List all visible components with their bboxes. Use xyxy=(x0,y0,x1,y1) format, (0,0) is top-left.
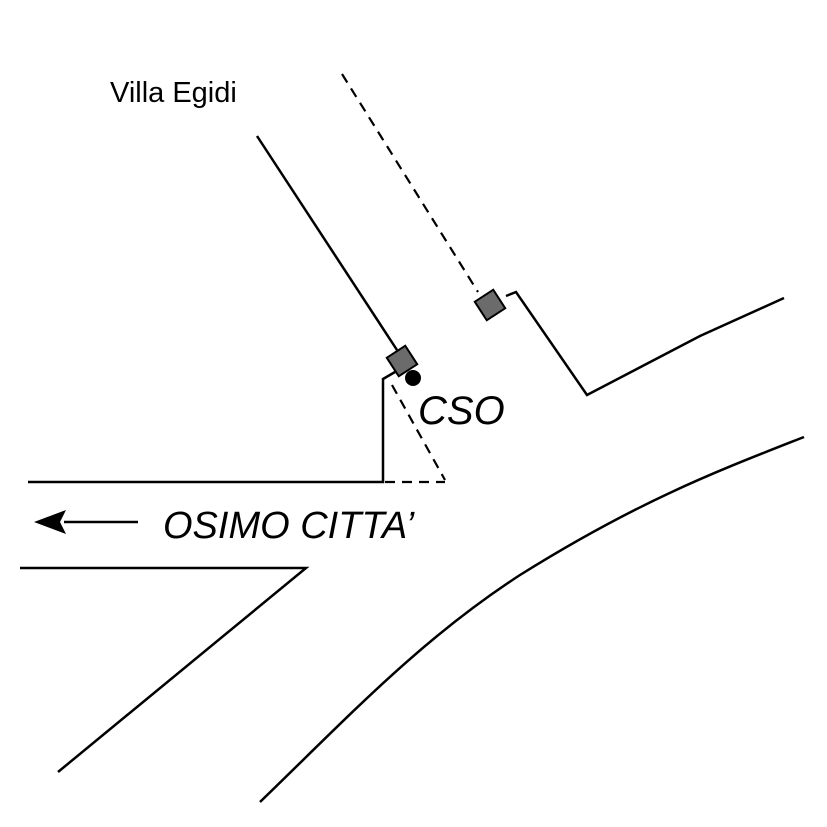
road-edges xyxy=(20,135,805,803)
arrow-left-icon xyxy=(34,510,138,534)
devices xyxy=(385,288,507,386)
upper-dashed-pipe xyxy=(341,73,479,293)
main-road-lower-edge xyxy=(259,435,805,803)
osimo-road-lower-edge xyxy=(20,566,310,773)
villa-egidi-label: Villa Egidi xyxy=(110,77,237,109)
cso-dashed-diagonal xyxy=(391,384,446,481)
osimo-road-upper-edge xyxy=(28,370,396,484)
right-road-upper-edge xyxy=(505,290,785,397)
filled-circle-icon xyxy=(405,370,421,386)
osimo-citta-label: OSIMO CITTA’ xyxy=(163,505,415,547)
square-sensor-icon xyxy=(385,344,419,378)
cso-label: CSO xyxy=(418,389,505,433)
dashed-lines xyxy=(341,73,479,484)
villa-egidi-pipe xyxy=(255,135,399,351)
square-sensor-icon xyxy=(473,288,507,322)
